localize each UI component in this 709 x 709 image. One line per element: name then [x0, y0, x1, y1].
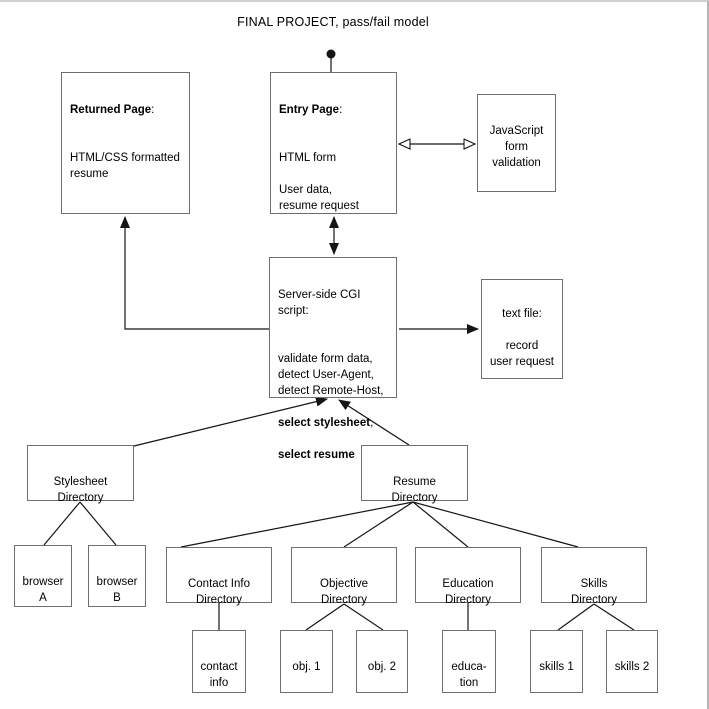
- node-entry-page: Entry Page: HTML form User data, resume …: [270, 72, 397, 214]
- edge-objectivedir-obj1: [305, 603, 345, 631]
- edge-stylesheetdir-cgi: [133, 396, 328, 447]
- edge-cgi-returnedpage: [120, 216, 269, 330]
- node-body: skills 1: [539, 661, 574, 673]
- node-body: text file: record user request: [490, 308, 554, 368]
- node-body: obj. 2: [367, 661, 397, 673]
- diagram-title: FINAL PROJECT, pass/fail model: [237, 15, 429, 29]
- start-dot: [326, 49, 336, 59]
- edge-resumedir-contactinfodir: [180, 501, 414, 548]
- edge-resumedir-objectivedir: [343, 501, 414, 548]
- edge-resumedir-skillsdir: [412, 501, 579, 548]
- node-body: Resume Directory: [391, 476, 438, 504]
- node-body-bold: select stylesheet,: [278, 417, 374, 429]
- node-obj-2: obj. 2: [356, 630, 408, 693]
- node-heading: Returned Page:: [70, 104, 155, 116]
- node-text-file: text file: record user request: [481, 279, 563, 379]
- node-skills-directory: Skills Directory: [541, 547, 647, 606]
- node-skills-2: skills 2: [606, 630, 658, 693]
- node-cgi-script: Server-side CGI script: validate form da…: [269, 257, 397, 461]
- node-body: Contact Info Directory: [187, 578, 250, 606]
- node-body: validate form data, detect User-Agent, d…: [278, 353, 384, 397]
- node-body: browser A: [22, 576, 64, 604]
- node-skills-1: skills 1: [530, 630, 583, 693]
- node-body: educa- tion: [451, 661, 487, 689]
- node-education-directory: Education Directory: [415, 547, 521, 606]
- edge-skillsdir-skills2: [593, 603, 635, 631]
- node-browser-b: browser B: [88, 545, 146, 607]
- node-body: obj. 1: [292, 661, 321, 673]
- node-body-bold: select resume: [278, 449, 355, 461]
- node-js-validation: JavaScript form validation: [477, 94, 556, 192]
- node-returned-page: Returned Page: HTML/CSS formatted resume: [61, 72, 190, 214]
- edge-stylesheetdir-browsera: [43, 501, 81, 546]
- node-stylesheet-directory: Stylesheet Directory: [27, 445, 134, 504]
- node-resume-directory: Resume Directory: [361, 445, 468, 504]
- edge-stylesheetdir-browserb: [79, 501, 117, 546]
- node-body: Skills Directory: [570, 578, 617, 606]
- node-contact-info-directory: Contact Info Directory: [166, 547, 272, 606]
- node-body: Server-side CGI script:: [278, 289, 361, 317]
- node-body: Stylesheet Directory: [53, 476, 108, 504]
- node-body: HTML form User data, resume request: [279, 152, 359, 212]
- node-body: contact info: [200, 661, 238, 689]
- node-objective-directory: Objective Directory: [291, 547, 397, 606]
- node-education: educa- tion: [442, 630, 496, 693]
- edge-objectivedir-obj2: [343, 603, 384, 631]
- edge-skillsdir-skills1: [557, 603, 595, 631]
- node-body: Objective Directory: [320, 578, 368, 606]
- node-body: JavaScript form validation: [489, 125, 544, 169]
- edge-resumedir-cgi: [338, 399, 410, 446]
- node-body: browser B: [96, 576, 138, 604]
- node-heading: Entry Page:: [279, 104, 343, 116]
- node-browser-a: browser A: [14, 545, 72, 607]
- node-body: Education Directory: [442, 578, 494, 606]
- node-obj-1: obj. 1: [280, 630, 333, 693]
- node-contact-info: contact info: [192, 630, 246, 693]
- node-body: skills 2: [614, 661, 650, 673]
- node-body: HTML/CSS formatted resume: [70, 152, 180, 180]
- edge-resumedir-educationdir: [412, 501, 469, 548]
